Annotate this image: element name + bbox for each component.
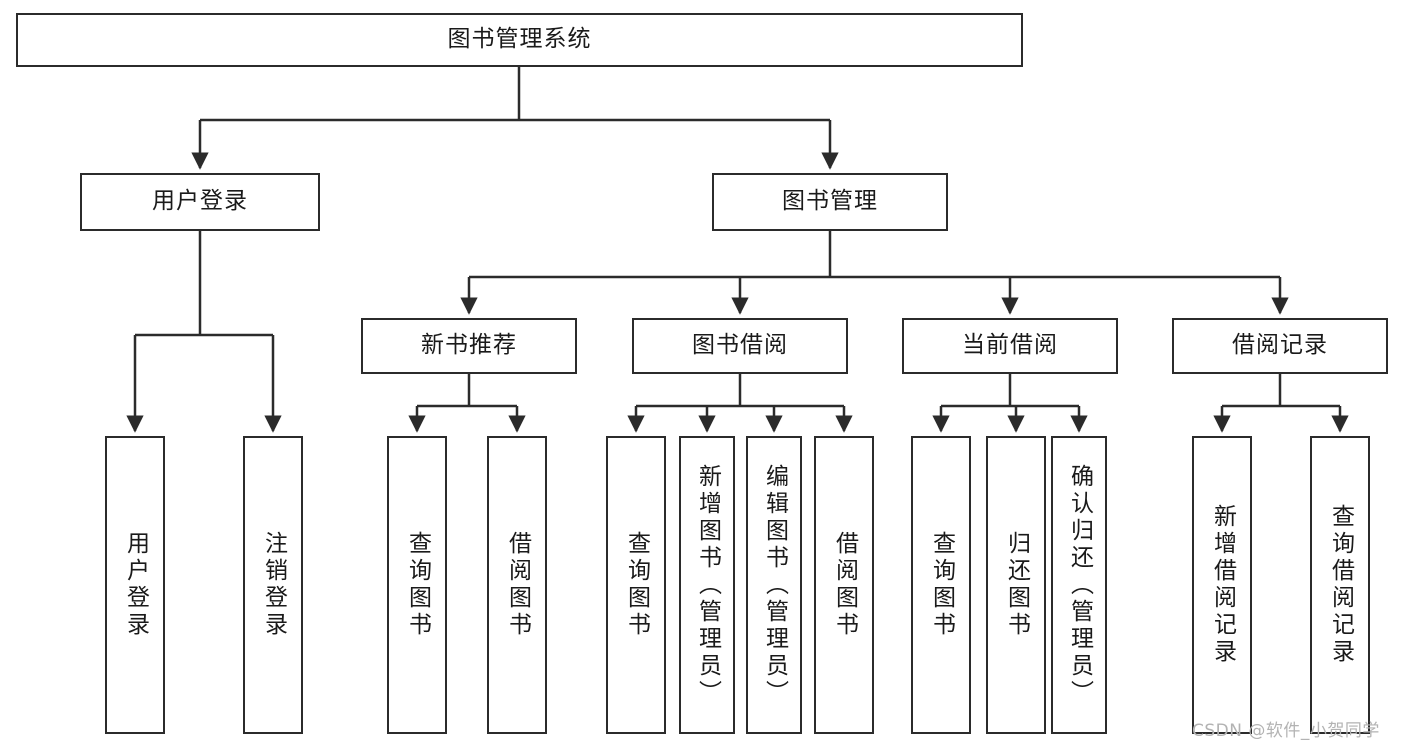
node-leaf-user-logout[interactable]: 注销登录: [243, 436, 303, 734]
node-leaf-edit-book[interactable]: 编辑图书（管理员）: [746, 436, 802, 734]
node-leaf-borrow-book-2-label: 借阅图书: [831, 531, 858, 639]
node-leaf-query-book-2[interactable]: 查询图书: [606, 436, 666, 734]
node-leaf-user-login[interactable]: 用户登录: [105, 436, 165, 734]
node-borrow-record[interactable]: 借阅记录: [1172, 318, 1388, 374]
node-leaf-query-book-3-label: 查询图书: [928, 531, 955, 639]
node-leaf-borrow-book-1-label: 借阅图书: [504, 531, 531, 639]
node-root[interactable]: 图书管理系统: [16, 13, 1023, 67]
node-leaf-query-book-2-label: 查询图书: [623, 531, 650, 639]
node-leaf-query-book-3[interactable]: 查询图书: [911, 436, 971, 734]
node-user-login-label: 用户登录: [152, 188, 248, 215]
node-new-book-recommend[interactable]: 新书推荐: [361, 318, 577, 374]
node-leaf-user-logout-label: 注销登录: [260, 531, 287, 639]
node-leaf-query-record-label: 查询借阅记录: [1327, 504, 1354, 666]
node-user-login[interactable]: 用户登录: [80, 173, 320, 231]
watermark-text: CSDN @软件_小贺同学: [1192, 721, 1380, 741]
node-leaf-borrow-book-1[interactable]: 借阅图书: [487, 436, 547, 734]
node-leaf-return-book-label: 归还图书: [1003, 531, 1030, 639]
node-leaf-add-record[interactable]: 新增借阅记录: [1192, 436, 1252, 734]
node-book-manage-label: 图书管理: [782, 188, 878, 215]
node-leaf-confirm-return[interactable]: 确认归还（管理员）: [1051, 436, 1107, 734]
node-leaf-borrow-book-2[interactable]: 借阅图书: [814, 436, 874, 734]
node-root-label: 图书管理系统: [447, 26, 592, 53]
node-leaf-edit-book-label: 编辑图书（管理员）: [761, 463, 788, 707]
node-current-borrow-label: 当前借阅: [962, 332, 1058, 359]
node-leaf-add-book[interactable]: 新增图书（管理员）: [679, 436, 735, 734]
node-leaf-query-record[interactable]: 查询借阅记录: [1310, 436, 1370, 734]
node-leaf-add-record-label: 新增借阅记录: [1209, 504, 1236, 666]
node-leaf-confirm-return-label: 确认归还（管理员）: [1066, 463, 1093, 707]
node-book-borrow-label: 图书借阅: [692, 332, 788, 359]
node-new-book-recommend-label: 新书推荐: [421, 332, 517, 359]
node-current-borrow[interactable]: 当前借阅: [902, 318, 1118, 374]
node-leaf-return-book[interactable]: 归还图书: [986, 436, 1046, 734]
node-leaf-user-login-label: 用户登录: [122, 531, 149, 639]
node-borrow-record-label: 借阅记录: [1232, 332, 1328, 359]
node-book-manage[interactable]: 图书管理: [712, 173, 948, 231]
node-leaf-query-book-1-label: 查询图书: [404, 531, 431, 639]
node-leaf-query-book-1[interactable]: 查询图书: [387, 436, 447, 734]
node-book-borrow[interactable]: 图书借阅: [632, 318, 848, 374]
node-leaf-add-book-label: 新增图书（管理员）: [694, 463, 721, 707]
